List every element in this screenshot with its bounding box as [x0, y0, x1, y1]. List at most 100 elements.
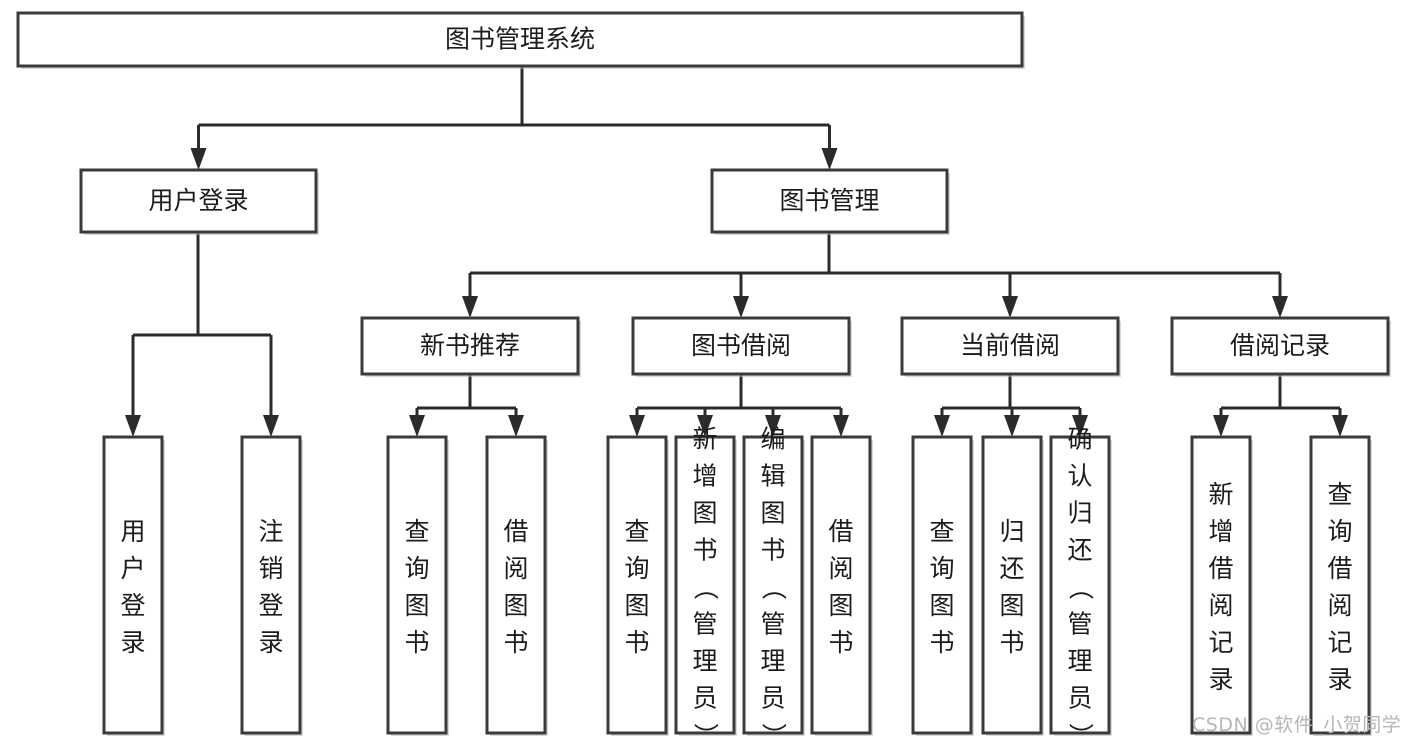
node-current-borrow[interactable]: 当前借阅 — [900, 316, 1121, 377]
node-box[interactable] — [606, 435, 668, 735]
arrow-head-icon — [934, 415, 950, 437]
node-label: 图书借阅 — [691, 331, 791, 360]
arrow-head-icon — [1332, 415, 1348, 437]
node-new-book-rec[interactable]: 新书推荐 — [360, 316, 581, 377]
node-label-char: 增 — [1208, 517, 1233, 546]
node-box[interactable] — [1170, 316, 1390, 376]
node-label-char: 书 — [828, 628, 853, 657]
node-label-char: 书 — [692, 535, 717, 564]
node-label-char: 图 — [503, 591, 528, 620]
connector-group-book-manage — [462, 232, 1288, 318]
node-box[interactable] — [360, 316, 580, 376]
node-box[interactable] — [631, 316, 851, 376]
arrow-head-icon — [1004, 415, 1020, 437]
node-label-char: ） — [759, 723, 788, 747]
node-label: 借阅记录 — [1230, 331, 1330, 360]
node-label-char: 查 — [929, 517, 954, 546]
node-label-char: 图 — [760, 498, 785, 527]
node-label-char: 阅 — [503, 554, 528, 583]
arrow-head-icon — [833, 415, 849, 437]
node-label-char: 还 — [1067, 535, 1092, 564]
node-label-char: 理 — [760, 646, 785, 675]
node-box[interactable] — [674, 435, 736, 735]
connector-group-user-login — [125, 232, 279, 437]
node-leaf-user-login[interactable]: 用户登录 — [102, 435, 165, 736]
node-label-char: 归 — [1067, 498, 1092, 527]
node-label-char: 书 — [404, 628, 429, 657]
node-box[interactable] — [1049, 435, 1111, 735]
node-label-char: （ — [759, 575, 788, 600]
node-label-char: 员 — [760, 683, 785, 712]
node-label: 图书管理 — [779, 186, 879, 215]
node-label-char: （ — [691, 575, 720, 600]
node-label-char: 询 — [624, 554, 649, 583]
node-root[interactable]: 图书管理系统 — [16, 11, 1025, 69]
node-label-char: （ — [1066, 575, 1095, 600]
connector-group-current-borrow — [934, 374, 1088, 437]
node-box[interactable] — [981, 435, 1043, 735]
arrow-head-icon — [462, 296, 478, 318]
arrow-head-icon — [409, 415, 425, 437]
node-box[interactable] — [742, 435, 804, 735]
node-layer: 图书管理系统用户登录图书管理新书推荐图书借阅当前借阅借阅记录用户登录注销登录查询… — [16, 11, 1391, 747]
node-box[interactable] — [911, 435, 973, 735]
node-box[interactable] — [240, 435, 302, 735]
arrow-head-icon — [263, 415, 279, 437]
node-label-char: 借 — [1327, 554, 1352, 583]
node-label-char: 借 — [503, 517, 528, 546]
arrow-head-icon — [733, 296, 749, 318]
node-label-char: 登 — [258, 591, 283, 620]
node-label-char: 登 — [120, 591, 145, 620]
node-box[interactable] — [900, 316, 1120, 376]
node-label-char: 用 — [120, 517, 145, 546]
node-label-char: 还 — [999, 554, 1024, 583]
node-box[interactable] — [710, 168, 949, 234]
connector-group-borrow-record — [1213, 374, 1348, 437]
node-label-char: 户 — [120, 554, 145, 583]
node-label-char: 销 — [258, 554, 283, 583]
arrow-head-icon — [1272, 296, 1288, 318]
node-label-char: 书 — [624, 628, 649, 657]
node-label-char: 阅 — [1327, 591, 1352, 620]
node-user-login[interactable]: 用户登录 — [79, 168, 319, 235]
node-box[interactable] — [1309, 435, 1371, 735]
node-label-char: 询 — [1327, 517, 1352, 546]
node-box[interactable] — [386, 435, 448, 735]
node-label-char: 书 — [503, 628, 528, 657]
node-box[interactable] — [79, 168, 318, 234]
node-label-char: 理 — [1067, 646, 1092, 675]
node-book-manage[interactable]: 图书管理 — [710, 168, 950, 235]
node-borrow-record[interactable]: 借阅记录 — [1170, 316, 1391, 377]
node-box[interactable] — [810, 435, 872, 735]
node-label-char: 记 — [1208, 628, 1233, 657]
node-label-char: 管 — [692, 609, 717, 638]
node-box[interactable] — [1190, 435, 1252, 735]
node-box[interactable] — [485, 435, 547, 735]
connector-group-root — [190, 66, 838, 170]
node-label-char: 阅 — [1208, 591, 1233, 620]
node-label-char: 查 — [624, 517, 649, 546]
node-book-borrow[interactable]: 图书借阅 — [631, 316, 852, 377]
arrow-head-icon — [508, 415, 524, 437]
node-box[interactable] — [16, 11, 1024, 68]
node-label-char: 确 — [1067, 424, 1092, 453]
node-box[interactable] — [102, 435, 164, 735]
node-label-char: 图 — [828, 591, 853, 620]
arrow-head-icon — [125, 415, 141, 437]
arrow-head-icon — [1213, 415, 1229, 437]
node-label-char: 查 — [404, 517, 429, 546]
arrow-head-icon — [765, 415, 781, 437]
